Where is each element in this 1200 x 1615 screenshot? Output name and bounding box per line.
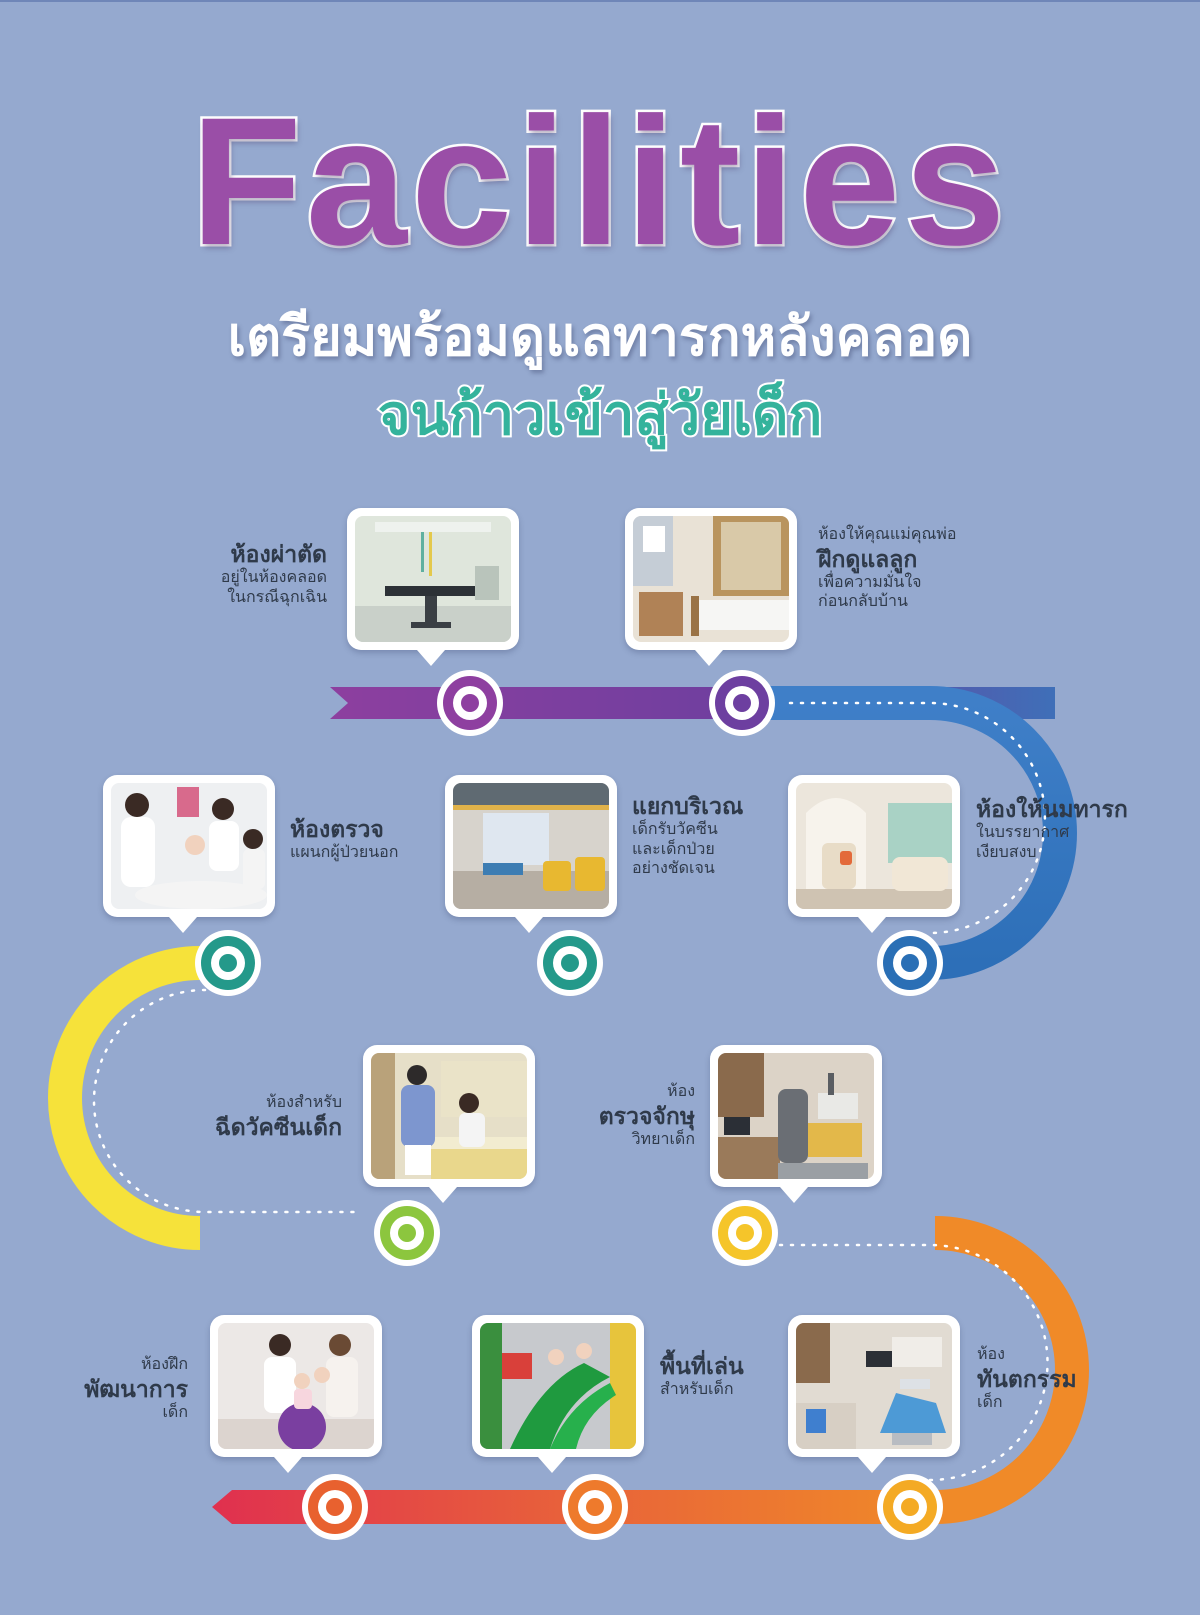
facility-label-dental-room: ห้อง ทันตกรรม เด็ก <box>977 1345 1077 1412</box>
facility-title: ตรวจจักษุ <box>598 1102 695 1129</box>
facility-detail: เด็กรับวัคซีน <box>632 821 718 839</box>
track-curve-yellow <box>48 946 201 1250</box>
facility-label-play-area: พื้นที่เล่น สำหรับเด็ก <box>660 1352 744 1400</box>
node-marker <box>709 670 775 736</box>
nursing-room-photo <box>796 783 952 909</box>
subtitle-line-2: จนก้าวเข้าสู่วัยเด็ก <box>376 381 825 448</box>
facility-detail: ห้องฝึก <box>140 1356 188 1373</box>
facility-detail: สำหรับเด็ก <box>660 1381 734 1399</box>
facility-detail: แผนกผู้ป่วยนอก <box>290 844 399 862</box>
node-marker <box>537 930 603 996</box>
vaccination-room-photo <box>371 1053 527 1179</box>
facility-detail: วิทยาเด็ก <box>631 1130 695 1148</box>
facility-detail: เด็ก <box>162 1403 188 1421</box>
facility-detail: ห้อง <box>977 1346 1005 1363</box>
node-marker <box>562 1474 628 1540</box>
dotted-guide <box>778 1243 1049 1482</box>
facility-card-dental-room <box>788 1315 960 1473</box>
facility-detail: อย่างชัดเจน <box>632 860 715 878</box>
top-border <box>0 0 1200 2</box>
separate-waiting-area-photo <box>453 783 609 909</box>
track-curve-blue <box>760 686 1077 980</box>
development-room-photo <box>218 1323 374 1449</box>
facility-detail: และเด็กป่วย <box>632 840 715 858</box>
facility-title: พัฒนาการ <box>84 1375 188 1402</box>
facility-label-operating-room: ห้องผ่าตัด อยู่ในห้องคลอด ในกรณีฉุกเฉิน <box>221 540 327 607</box>
facility-label-nursing-room: ห้องให้นมทารก ในบรรยากาศ เงียบสงบ <box>976 795 1128 862</box>
facility-card-parent-training-room <box>625 508 797 666</box>
node-marker <box>374 1200 440 1266</box>
node-marker <box>712 1200 778 1266</box>
eye-exam-room-photo <box>718 1053 874 1179</box>
operating-room-photo <box>355 516 511 642</box>
facility-card-play-area <box>472 1315 644 1473</box>
examination-room-photo <box>111 783 267 909</box>
facility-detail: ก่อนกลับบ้าน <box>818 593 908 611</box>
node-marker <box>195 930 261 996</box>
node-marker <box>437 670 503 736</box>
facility-label-parent-training-room: ห้องให้คุณแม่คุณพ่อ ฝึกดูแลลูก เพื่อความ… <box>818 525 956 612</box>
dotted-guide <box>92 988 362 1214</box>
facility-label-vaccination-room: ห้องสำหรับ ฉีดวัคซีนเด็ก <box>215 1093 342 1141</box>
facility-detail: เพื่อความมั่นใจ <box>818 573 922 591</box>
facility-card-vaccination-room <box>363 1045 535 1203</box>
facility-label-eye-exam-room: ห้อง ตรวจจักษุ วิทยาเด็ก <box>599 1082 695 1149</box>
facility-label-development-room: ห้องฝึก พัฒนาการ เด็ก <box>84 1355 188 1422</box>
parent-training-room-photo <box>633 516 789 642</box>
facility-card-eye-exam-room <box>710 1045 882 1203</box>
facility-detail: เด็ก <box>977 1393 1003 1411</box>
facility-title: ทันตกรรม <box>977 1365 1077 1392</box>
facility-detail: ในบรรยากาศ <box>976 824 1070 842</box>
facility-detail: ห้อง <box>667 1083 695 1100</box>
dental-room-photo <box>796 1323 952 1449</box>
node-marker <box>302 1474 368 1540</box>
facility-detail: ในกรณีฉุกเฉิน <box>227 588 327 606</box>
track-curve-orange <box>934 1216 1089 1524</box>
facility-detail: เงียบสงบ <box>976 843 1037 861</box>
facility-label-separate-waiting-area: แยกบริเวณ เด็กรับวัคซีน และเด็กป่วย อย่า… <box>632 792 743 879</box>
facility-title: ห้องให้นมทารก <box>976 796 1128 822</box>
facility-card-nursing-room <box>788 775 960 933</box>
facility-card-operating-room <box>347 508 519 666</box>
node-marker <box>877 1474 943 1540</box>
facility-title: แยกบริเวณ <box>632 793 744 819</box>
facility-card-examination-room <box>103 775 275 933</box>
facility-title: ฉีดวัคซีนเด็ก <box>215 1113 342 1140</box>
facility-title: ห้องผ่าตัด <box>230 541 327 567</box>
facility-detail: อยู่ในห้องคลอด <box>220 569 327 587</box>
page-title: Facilities <box>188 79 1010 283</box>
facility-title: ฝึกดูแลลูก <box>818 545 918 572</box>
facility-card-separate-waiting-area <box>445 775 617 933</box>
facility-title: พื้นที่เล่น <box>660 1353 744 1379</box>
facility-label-examination-room: ห้องตรวจ แผนกผู้ป่วยนอก <box>290 815 398 863</box>
subtitle-line-1: เตรียมพร้อมดูแลทารกหลังคลอด <box>227 307 973 367</box>
dotted-guide <box>788 701 1047 935</box>
facility-card-development-room <box>210 1315 382 1473</box>
facility-detail: ห้องให้คุณแม่คุณพ่อ <box>818 526 957 543</box>
node-marker <box>877 930 943 996</box>
play-area-photo <box>480 1323 636 1449</box>
facility-title: ห้องตรวจ <box>290 816 384 842</box>
facility-detail: ห้องสำหรับ <box>265 1094 342 1111</box>
